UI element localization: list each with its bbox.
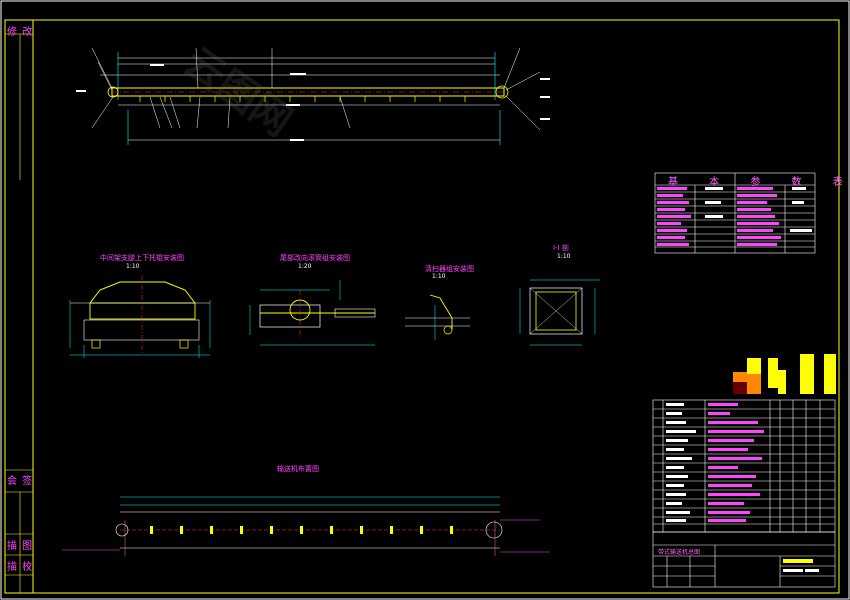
countersign-label: 会 签 [7, 476, 34, 487]
title-block-fills [783, 559, 819, 572]
title-block [652, 531, 836, 588]
revision-label: 修 改 [7, 27, 34, 38]
parameter-table-title: 基 本 参 数 表 [668, 177, 850, 188]
cleaner-view-title: 清扫器组安装图 [425, 265, 474, 273]
drawing-name: 带式输送机总图 [658, 549, 701, 556]
cleaner-view [405, 294, 470, 340]
tail-view-scale: 1:20 [298, 263, 312, 270]
color-blocks [733, 354, 836, 394]
parts-list-table [652, 399, 836, 533]
cleaner-view-scale: 1:10 [432, 273, 446, 280]
left-strip-lines [5, 33, 33, 593]
parameter-table [654, 172, 816, 254]
idler-view-title: 中间架支腿上下托辊安装图 [100, 254, 184, 262]
tail-view-title: 尾部改向滚筒组安装图 [280, 254, 350, 262]
trace-label: 描 图 [7, 541, 34, 552]
drawing-border [4, 19, 840, 594]
conveyor-elevation-view [76, 47, 550, 145]
parameter-table-cells [657, 187, 812, 246]
trace-check-label: 描 校 [7, 562, 34, 573]
section-view [519, 279, 600, 346]
idler-view-scale: 1:10 [126, 263, 140, 270]
idler-section-view [69, 275, 211, 358]
layout-view-title: 输送机布置图 [277, 465, 319, 473]
layout-plan-view [62, 496, 550, 556]
section-view-scale: 1:10 [557, 253, 571, 260]
tail-pulley-view [249, 280, 376, 346]
section-view-title: I-I 剖 [553, 244, 569, 252]
parts-list-cells [666, 403, 764, 522]
